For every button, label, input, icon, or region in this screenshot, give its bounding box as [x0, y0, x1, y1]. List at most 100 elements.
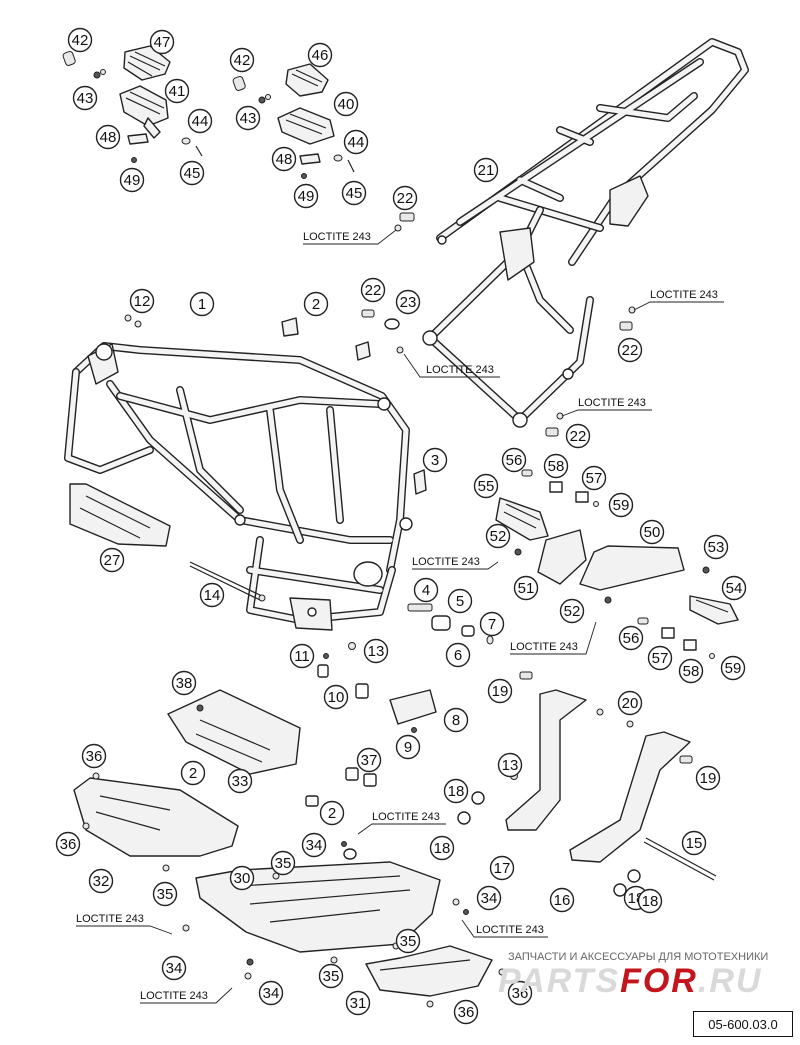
loctite-label: LOCTITE 243	[510, 641, 578, 653]
callout-49: 49	[119, 167, 145, 193]
callout-circle	[129, 288, 155, 314]
callout-number: 36	[60, 836, 77, 853]
split-pin-45-right	[347, 159, 355, 173]
callout-circle	[513, 575, 539, 601]
callout-36: 36	[55, 831, 81, 857]
callout-37: 37	[356, 747, 382, 773]
callout-circle	[639, 519, 665, 545]
callout-circle	[307, 42, 333, 68]
callout-circle	[501, 447, 527, 473]
callout-49: 49	[293, 183, 319, 209]
callout-number: 57	[652, 650, 669, 667]
loctite-label: LOCTITE 243	[303, 231, 371, 243]
axle-15	[643, 837, 717, 881]
callout-number: 15	[686, 835, 703, 852]
hardware-34-35-36	[82, 772, 506, 1008]
callout-number: 41	[169, 83, 186, 100]
callout-circle	[67, 27, 93, 53]
callout-circle	[559, 598, 585, 624]
callout-number: 53	[708, 539, 725, 556]
bracket-3	[413, 469, 427, 495]
loctite-label: LOCTITE 243	[76, 913, 144, 925]
spacer-6	[461, 625, 475, 637]
callout-40: 40	[333, 91, 359, 117]
clip-59-bot	[709, 653, 715, 659]
callout-9: 9	[395, 734, 421, 760]
callout-number: 35	[275, 855, 292, 872]
loctite-label: LOCTITE 243	[426, 364, 494, 376]
callout-number: 10	[328, 689, 345, 706]
loctite-note-1: LOCTITE 243	[303, 229, 397, 245]
callout-56: 56	[618, 625, 644, 651]
callout-number: 34	[263, 985, 280, 1002]
callout-22: 22	[617, 337, 643, 363]
bolt-22-right-lower	[545, 412, 564, 437]
callout-35: 35	[318, 963, 344, 989]
callout-circle	[429, 835, 455, 861]
spring-48-right	[299, 153, 321, 165]
bushing-5	[431, 615, 451, 631]
callout-number: 44	[348, 134, 365, 151]
callout-59: 59	[608, 492, 634, 518]
callout-59: 59	[720, 655, 746, 681]
callout-circle	[422, 447, 448, 473]
callout-21: 21	[473, 157, 499, 183]
rubber-37	[345, 767, 377, 787]
clip-49-right	[301, 173, 307, 179]
footpeg-pad-47	[123, 45, 171, 81]
callout-30: 30	[229, 865, 255, 891]
callout-35: 35	[395, 928, 421, 954]
callout-number: 23	[400, 294, 417, 311]
callout-1: 1	[189, 291, 215, 317]
callout-36: 36	[453, 999, 479, 1025]
callout-circle	[608, 492, 634, 518]
main-frame-1	[64, 342, 413, 631]
rivet-12	[124, 314, 142, 328]
callout-41: 41	[164, 78, 190, 104]
callout-number: 52	[564, 603, 581, 620]
callout-57: 57	[581, 465, 607, 491]
callout-number: 45	[184, 165, 201, 182]
callout-circle	[271, 146, 297, 172]
skid-plate-30	[195, 848, 441, 953]
callout-number: 4	[422, 582, 430, 599]
callout-18: 18	[637, 888, 663, 914]
callout-circle	[681, 830, 707, 856]
callout-number: 42	[72, 32, 89, 49]
callout-circle	[164, 78, 190, 104]
callout-number: 42	[234, 52, 251, 69]
callout-16: 16	[549, 887, 575, 913]
callout-number: 14	[204, 587, 221, 604]
callout-circle	[179, 160, 205, 186]
bracket-51	[537, 529, 587, 585]
frame-guard-27	[69, 483, 171, 547]
subframe-21	[422, 38, 749, 428]
callout-circle	[187, 108, 213, 134]
screw-38	[196, 704, 204, 712]
callout-32: 32	[88, 868, 114, 894]
callout-11: 11	[289, 643, 315, 669]
callout-number: 2	[189, 765, 197, 782]
callout-43: 43	[72, 85, 98, 111]
callout-57: 57	[647, 645, 673, 671]
callout-34: 34	[301, 832, 327, 858]
callout-51: 51	[513, 575, 539, 601]
callout-number: 35	[400, 933, 417, 950]
callout-number: 47	[154, 34, 171, 51]
callout-circle	[720, 655, 746, 681]
callout-circle	[319, 800, 345, 826]
bolt-22-top	[394, 212, 415, 232]
callout-circle	[303, 291, 329, 317]
screw-43-right	[258, 94, 271, 104]
callout-8: 8	[443, 707, 469, 733]
callout-circle	[289, 643, 315, 669]
diagram-code: 05-600.03.0	[693, 1011, 793, 1037]
callout-43: 43	[235, 105, 261, 131]
callout-number: 21	[478, 162, 495, 179]
callout-circle	[55, 831, 81, 857]
pin-42-left	[62, 50, 76, 66]
loctite-label: LOCTITE 243	[650, 289, 718, 301]
axle-14	[189, 561, 266, 602]
callout-number: 40	[338, 96, 355, 113]
